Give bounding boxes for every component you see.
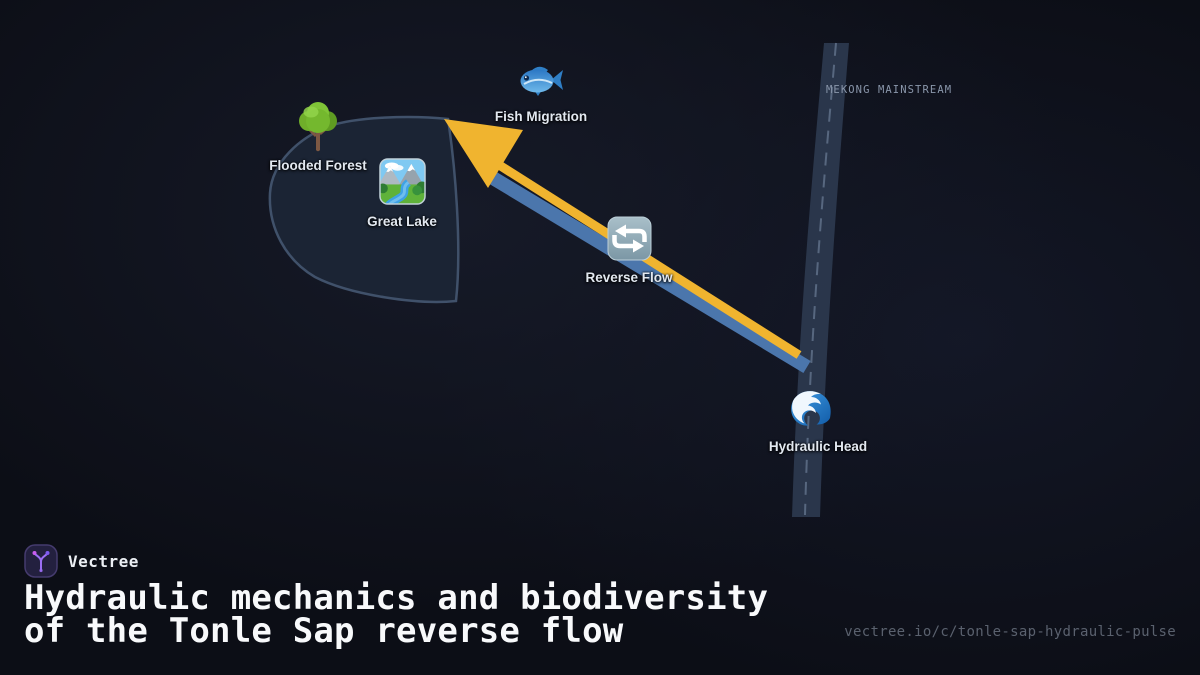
flow-arrow-head	[444, 119, 523, 188]
fish-icon	[518, 62, 564, 98]
node-label: Flooded Forest	[269, 158, 367, 173]
node-reverse-flow: Reverse Flow	[539, 216, 719, 285]
national-park-icon	[378, 158, 426, 205]
node-fish-migration: Fish Migration	[451, 62, 631, 124]
river-centerline	[804, 42, 837, 516]
reverse-arrows-icon	[607, 216, 652, 261]
vectree-logo-icon	[24, 544, 58, 578]
node-flooded-forest: Flooded Forest	[228, 100, 408, 173]
flow-arrow-blue-band	[484, 169, 811, 373]
flow-arrow-yellow-shaft	[493, 159, 802, 359]
brand-link[interactable]: Vectree	[24, 544, 139, 578]
page-title-line1: Hydraulic mechanics and biodiversity	[24, 578, 769, 618]
tree-icon	[296, 100, 340, 155]
page-url[interactable]: vectree.io/c/tonle-sap-hydraulic-pulse	[844, 624, 1176, 640]
page-title: Hydraulic mechanics and biodiversity of …	[24, 578, 769, 651]
water-wave-icon	[786, 385, 836, 431]
node-label: Reverse Flow	[585, 270, 673, 285]
river-label: MEKONG MAINSTREAM	[826, 84, 953, 96]
page-title-line2: of the Tonle Sap reverse flow	[24, 611, 624, 651]
node-label: Great Lake	[367, 214, 437, 229]
node-great-lake: Great Lake	[312, 158, 492, 229]
node-hydraulic-head: Hydraulic Head	[728, 385, 908, 454]
node-label: Hydraulic Head	[768, 439, 868, 454]
brand-name: Vectree	[68, 551, 139, 571]
node-label: Fish Migration	[494, 109, 588, 124]
